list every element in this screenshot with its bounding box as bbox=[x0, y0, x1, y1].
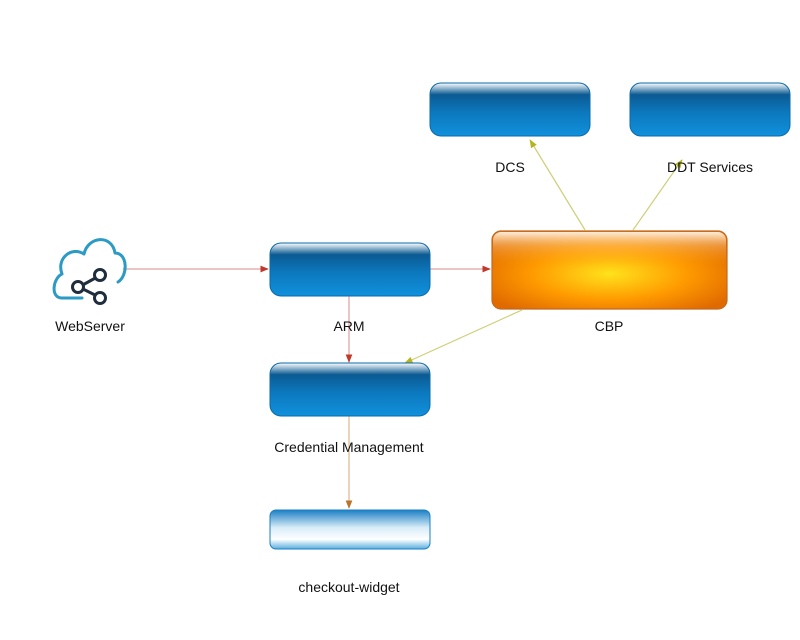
node-label-ddt-services: DDT Services bbox=[667, 159, 753, 175]
cloud-share-icon bbox=[52, 238, 127, 305]
node-box-ddt-services bbox=[629, 82, 791, 137]
node-label-webserver: WebServer bbox=[55, 318, 125, 334]
node-box-credential-management bbox=[269, 362, 431, 417]
edge-cbp-ddt bbox=[632, 159, 683, 231]
connectors bbox=[123, 139, 683, 509]
node-box-arm bbox=[269, 242, 431, 297]
node-label-cbp: CBP bbox=[595, 318, 624, 334]
node-gloss-cbp bbox=[493, 232, 726, 266]
node-dcs[interactable]: DCS bbox=[429, 82, 591, 175]
node-label-dcs: DCS bbox=[495, 159, 525, 175]
node-label-credential-management: Credential Management bbox=[274, 439, 424, 455]
edge-cbp-credential bbox=[404, 309, 523, 364]
node-ddt-services[interactable]: DDT Services bbox=[629, 82, 791, 175]
node-box-checkout-widget bbox=[269, 509, 431, 550]
node-cbp[interactable]: CBP bbox=[491, 230, 728, 334]
node-label-checkout-widget: checkout-widget bbox=[298, 579, 399, 595]
node-box-dcs bbox=[429, 82, 591, 137]
node-label-arm: ARM bbox=[333, 318, 364, 334]
node-arm[interactable]: ARM bbox=[269, 242, 431, 334]
node-webserver[interactable]: WebServer bbox=[52, 238, 127, 334]
node-checkout-widget[interactable]: checkout-widget bbox=[269, 509, 431, 595]
edge-cbp-dcs bbox=[529, 139, 586, 231]
node-credential-management[interactable]: Credential Management bbox=[269, 362, 431, 455]
